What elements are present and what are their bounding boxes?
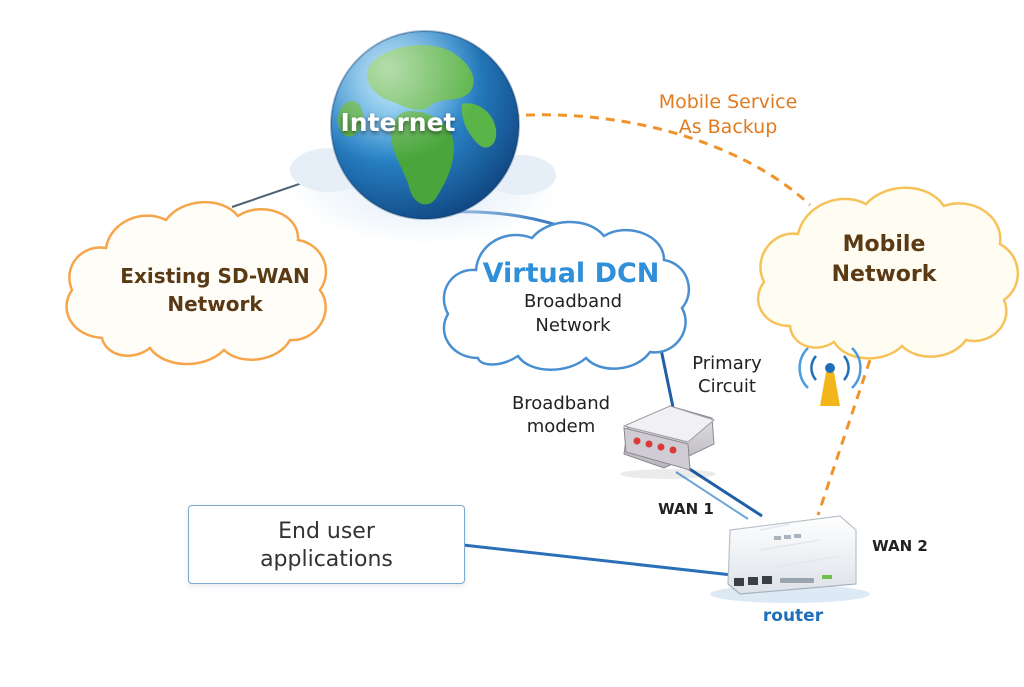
cell-tower-icon [798,347,862,406]
broadband-modem-label: Broadband modem [511,393,611,437]
end-user-applications-label: End user applications [260,519,393,572]
apps-router-link [462,543,733,577]
modem-router-line-1 [687,466,763,518]
sdwan-cloud [65,201,328,366]
virtual-dcn-cloud [442,220,691,371]
internet-globe-icon [330,30,520,220]
router-label: router [762,606,824,626]
virtual-dcn-title: Virtual DCN [482,258,660,289]
broadband-network-label: Broadband Network [523,291,623,336]
end-user-applications-box: End user applications [188,505,465,584]
sdwan-network-label: Existing SD-WAN Network [120,264,310,316]
mobile-network-cloud [757,186,1020,360]
mobile-router-link [816,344,877,516]
internet-label: Internet [340,108,456,137]
primary-circuit-label: Primary Circuit [692,353,762,397]
wan2-label: WAN 2 [872,537,928,555]
wan1-label: WAN 1 [658,500,714,518]
broadband-modem-icon [620,405,716,479]
mobile-backup-link [509,113,812,207]
router-icon [710,515,870,603]
mobile-service-label: Mobile Service As Backup [658,91,798,138]
modem-router-line-2 [675,471,749,520]
mobile-network-label: Mobile Network [831,232,937,287]
